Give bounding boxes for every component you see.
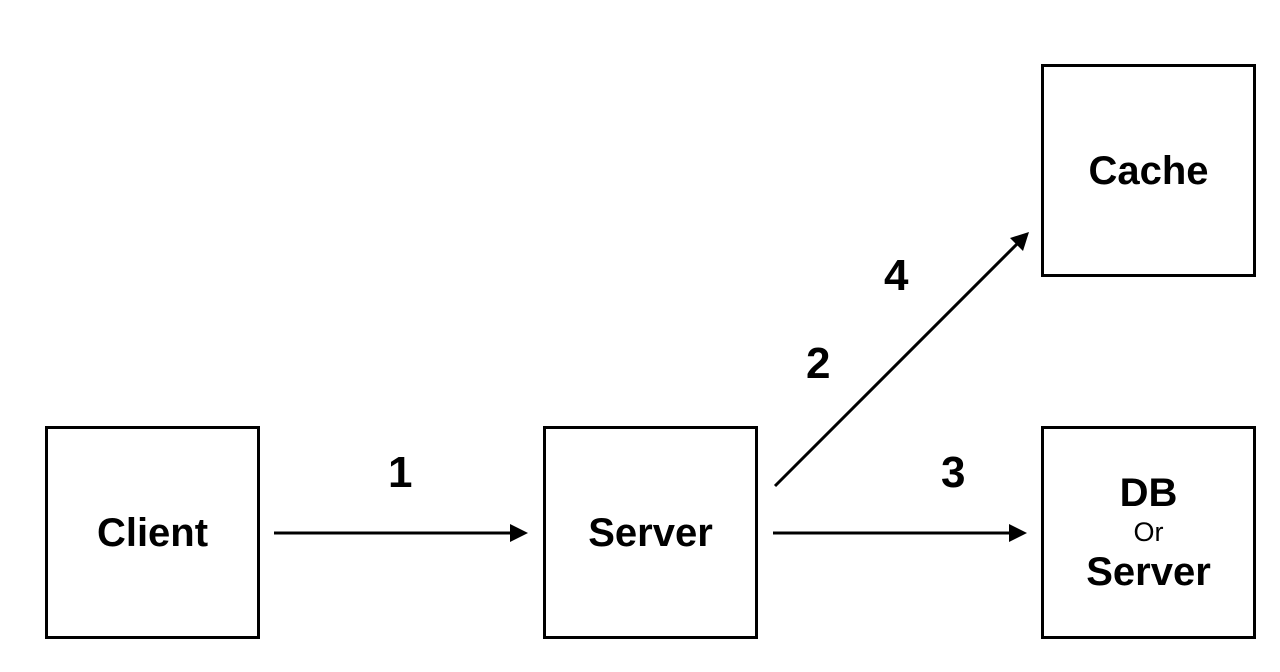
step-4-label: 4 [884, 251, 909, 300]
db-server-label: Server [1086, 549, 1211, 594]
db-label: DB [1119, 471, 1178, 516]
step-3-label: 3 [941, 448, 966, 497]
arrow-server-to-cache [773, 239, 1022, 488]
arrowhead-server-to-db [1009, 524, 1027, 542]
cache-node: Cache [1041, 64, 1256, 277]
server-node: Server [543, 426, 758, 639]
server-label: Server [588, 510, 713, 555]
db-or-server-node: DB Or Server [1041, 426, 1256, 639]
arrowhead-client-to-server [510, 524, 528, 542]
step-2-label: 2 [806, 339, 831, 388]
arrowhead-server-to-cache [1010, 232, 1029, 251]
cache-label: Cache [1088, 148, 1209, 193]
or-label: Or [1133, 517, 1164, 548]
client-node: Client [45, 426, 260, 639]
step-1-label: 1 [388, 448, 413, 497]
client-label: Client [96, 510, 209, 555]
